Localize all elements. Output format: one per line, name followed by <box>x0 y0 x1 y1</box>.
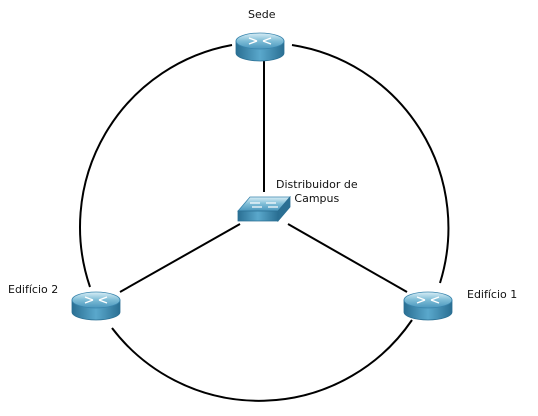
node-label-distribuidor: Distribuidor de Campus <box>276 178 358 206</box>
node-label-edificio2: Edifício 2 <box>8 283 59 296</box>
star-links <box>119 60 408 293</box>
link-sede-edificio1 <box>291 44 450 284</box>
switch-icon <box>250 202 278 208</box>
router-icon <box>416 296 440 304</box>
link-distribuidor-edificio1 <box>287 223 408 293</box>
ring-links <box>79 44 450 402</box>
router-edificio1[interactable] <box>403 291 453 321</box>
switch-distribuidor[interactable] <box>237 195 291 223</box>
router-sede[interactable] <box>235 32 285 62</box>
link-edificio2-edificio1 <box>111 319 413 402</box>
router-edificio2[interactable] <box>71 291 121 321</box>
link-distribuidor-edificio2 <box>119 223 241 293</box>
node-label-distribuidor-line1: Distribuidor de <box>276 178 358 191</box>
node-label-sede: Sede <box>248 8 276 21</box>
node-label-edificio1: Edifício 1 <box>467 288 518 301</box>
link-sede-edificio2 <box>79 44 233 288</box>
router-icon <box>248 37 272 45</box>
router-icon <box>84 296 108 304</box>
node-label-distribuidor-line2: Campus <box>294 192 340 205</box>
